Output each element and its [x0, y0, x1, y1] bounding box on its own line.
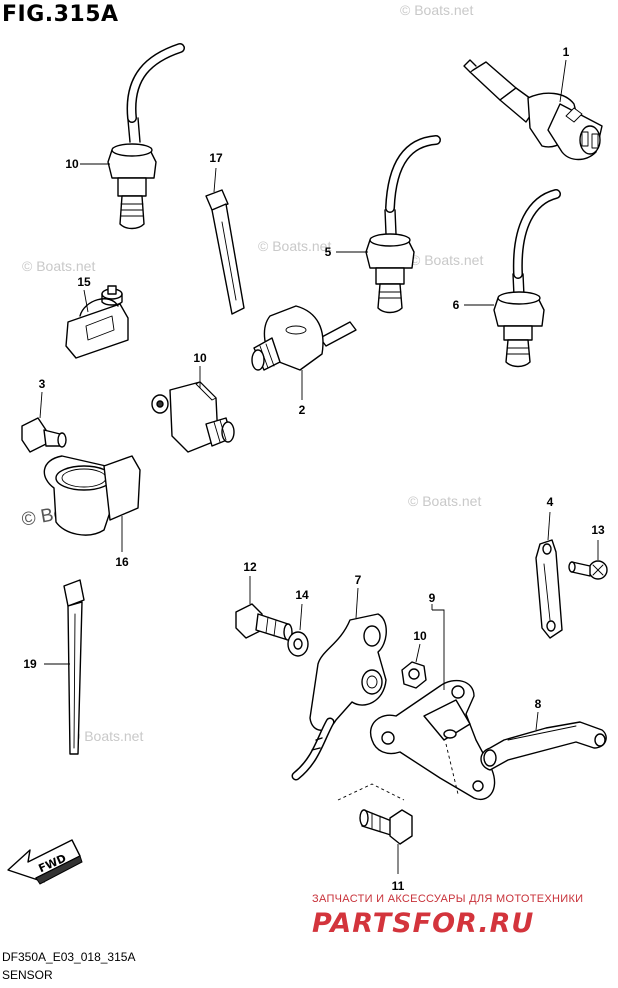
callout-part-16: 15 — [77, 275, 91, 289]
part-5-temperature-sensor — [107, 43, 185, 230]
callout-part-2: 2 — [298, 403, 306, 417]
figure-title: FIG.315A — [2, 2, 119, 27]
watermark: © Boats.net — [410, 252, 484, 268]
watermark: © Boats.net — [400, 2, 474, 18]
callout-part-10: 10 — [413, 629, 427, 643]
callout-part-14: 13 — [591, 523, 605, 537]
fwd-arrow-icon: FWD — [7, 839, 83, 885]
part-15-washer — [287, 631, 309, 657]
callout-part-17: 16 — [115, 555, 129, 569]
part-18-cable-tie — [205, 189, 245, 315]
callout-part-7: 7 — [354, 573, 362, 587]
part-16-clip — [65, 285, 129, 359]
watermark: © Boats.net — [22, 258, 96, 274]
part-12-bolt — [359, 809, 413, 845]
watermark: © Boats.net — [408, 493, 482, 509]
part-17-clamp — [43, 455, 141, 536]
promo-brand-logo: PARTSFOR.RU — [312, 908, 535, 939]
part-14-screw — [568, 560, 608, 580]
callout-part-12: 11 — [391, 879, 405, 893]
diagram-code: DF350A_E03_018_315A — [2, 950, 136, 964]
part-10-nut — [401, 661, 427, 689]
callout-part-8: 8 — [534, 697, 542, 711]
part-8-arm — [480, 721, 607, 771]
part-13-bolt — [235, 603, 293, 641]
promo-tagline: ЗАПЧАСТИ И АКСЕССУАРЫ ДЛЯ МОТОТЕХНИКИ — [312, 893, 584, 905]
part-19-cable-tie — [63, 579, 85, 755]
callout-part-4: 4 — [546, 495, 554, 509]
part-6-pressure-sensor — [493, 189, 561, 368]
diagram-name: SENSOR — [2, 968, 53, 982]
callout-part-9: 9 — [428, 591, 436, 605]
callout-part-6: 6 — [452, 298, 460, 312]
part-7-position-sensor — [291, 613, 387, 781]
part-9-link-plate — [369, 679, 496, 801]
callout-part-19: 19 — [23, 657, 37, 671]
watermark: © Boats.net — [258, 238, 332, 254]
callout-part-5: 10 — [65, 157, 79, 171]
part-6-pressure-sensor — [365, 135, 441, 314]
callout-part-15: 14 — [295, 588, 309, 602]
callout-part-6: 5 — [324, 245, 332, 259]
part-4-bracket — [535, 539, 563, 639]
callout-part-13: 12 — [243, 560, 257, 574]
callout-part-1: 1 — [562, 45, 570, 59]
part-2-knock-sensor — [251, 305, 357, 371]
part-11-pressure-switch — [151, 381, 235, 453]
callout-part-11: 10 — [193, 351, 207, 365]
part-3-bolt — [21, 417, 67, 453]
part-1-sensor-connector — [463, 59, 603, 161]
watermark: © Boats.net — [70, 728, 144, 744]
callout-part-3: 3 — [38, 377, 46, 391]
callout-part-18: 17 — [209, 151, 223, 165]
